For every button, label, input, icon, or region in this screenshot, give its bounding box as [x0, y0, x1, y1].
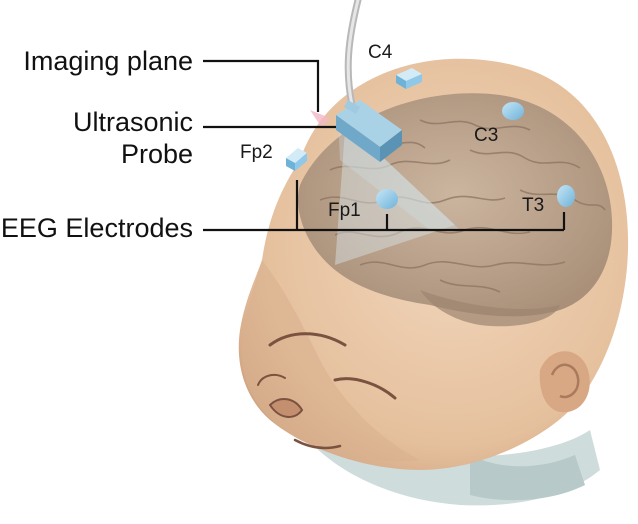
imaging-plane-label: Imaging plane	[23, 46, 193, 76]
electrode-c3	[502, 102, 524, 120]
ear	[540, 351, 590, 412]
electrode-t3	[557, 185, 575, 207]
probe-label-line2: Probe	[121, 139, 193, 169]
electrode-fp1	[376, 189, 398, 209]
electrode-label-t3: T3	[522, 195, 544, 216]
imaging-plane-leader	[203, 61, 318, 112]
probe-label-line1: Ultrasonic	[73, 107, 193, 137]
eeg-electrodes-label: EEG Electrodes	[1, 213, 193, 243]
electrode-label-fp1: Fp1	[328, 200, 361, 221]
electrode-label-fp2: Fp2	[240, 142, 273, 163]
electrode-label-c3: C3	[474, 125, 498, 146]
electrode-label-c4: C4	[368, 42, 393, 63]
